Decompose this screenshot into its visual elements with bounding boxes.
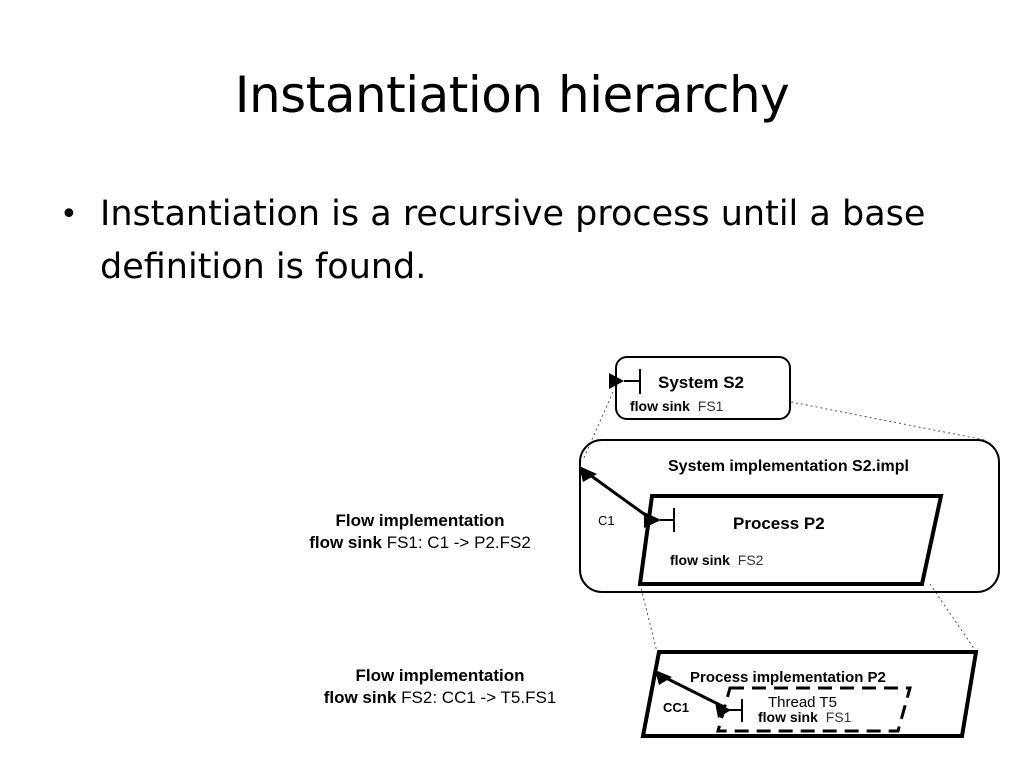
svg-text:flow sink FS2: flow sink FS2 (670, 552, 764, 568)
thread-t5-flow-id: FS1 (826, 709, 852, 725)
slide-title: Instantiation hierarchy (234, 66, 790, 124)
flow-impl-1-keyword: flow sink (309, 533, 382, 552)
connection-c1-line (589, 473, 652, 521)
system-impl-box: System implementation S2.impl C1 (579, 439, 1000, 593)
process-p2-port-arrow-icon (644, 512, 661, 528)
projection-line-s2-left (582, 391, 614, 461)
system-s2-flow-id: FS1 (698, 398, 724, 414)
flow-impl-2-text: FS2: CC1 -> T5.FS1 (401, 688, 557, 707)
system-impl-port-arrow-icon (579, 466, 597, 482)
connection-cc1-label: CC1 (663, 700, 689, 715)
flow-impl-label-1: Flow implementation flow sink FS1: C1 ->… (270, 510, 570, 554)
system-s2-box: System S2 flow sink FS1 (609, 356, 791, 420)
thread-t5-box: Thread T5 flow sink FS1 (715, 686, 912, 733)
bullet-dot-icon: • (60, 197, 78, 232)
process-impl-port-arrow-icon (655, 670, 672, 685)
process-p2-title: Process P2 (733, 514, 825, 533)
process-p2-flow-keyword: flow sink (670, 552, 730, 568)
projection-lines (582, 391, 986, 653)
connection-c1-label: C1 (598, 513, 615, 528)
system-s2-port-arrow-icon (609, 373, 624, 389)
flow-impl-label-2: Flow implementation flow sink FS2: CC1 -… (290, 665, 590, 709)
thread-t5-flow-keyword: flow sink (758, 709, 818, 725)
svg-text:flow sink FS1: flow sink FS1 (630, 398, 724, 414)
projection-line-s2-right (790, 401, 986, 441)
flow-impl-1-text: FS1: C1 -> P2.FS2 (386, 533, 531, 552)
svg-text:flow sink FS1: flow sink FS1 (758, 709, 852, 725)
process-p2-flow-id: FS2 (738, 552, 764, 568)
thread-t5-title: Thread T5 (768, 694, 837, 711)
system-impl-title: System implementation S2.impl (668, 458, 909, 475)
flow-impl-2-keyword: flow sink (323, 688, 397, 707)
process-impl-title: Process implementation P2 (690, 669, 886, 686)
thread-t5-port-arrow-icon (715, 702, 731, 718)
projection-line-p2-right (929, 583, 976, 651)
system-s2-title: System S2 (658, 373, 744, 392)
flow-impl-2-heading: Flow implementation (355, 666, 525, 685)
flow-impl-1-heading: Flow implementation (335, 511, 505, 530)
process-p2-box: Process P2 flow sink FS2 (637, 494, 944, 586)
projection-line-p2-left (639, 583, 658, 653)
bullet-text: Instantiation is a recursive process unt… (100, 194, 926, 287)
system-s2-flow-keyword: flow sink (630, 398, 690, 414)
